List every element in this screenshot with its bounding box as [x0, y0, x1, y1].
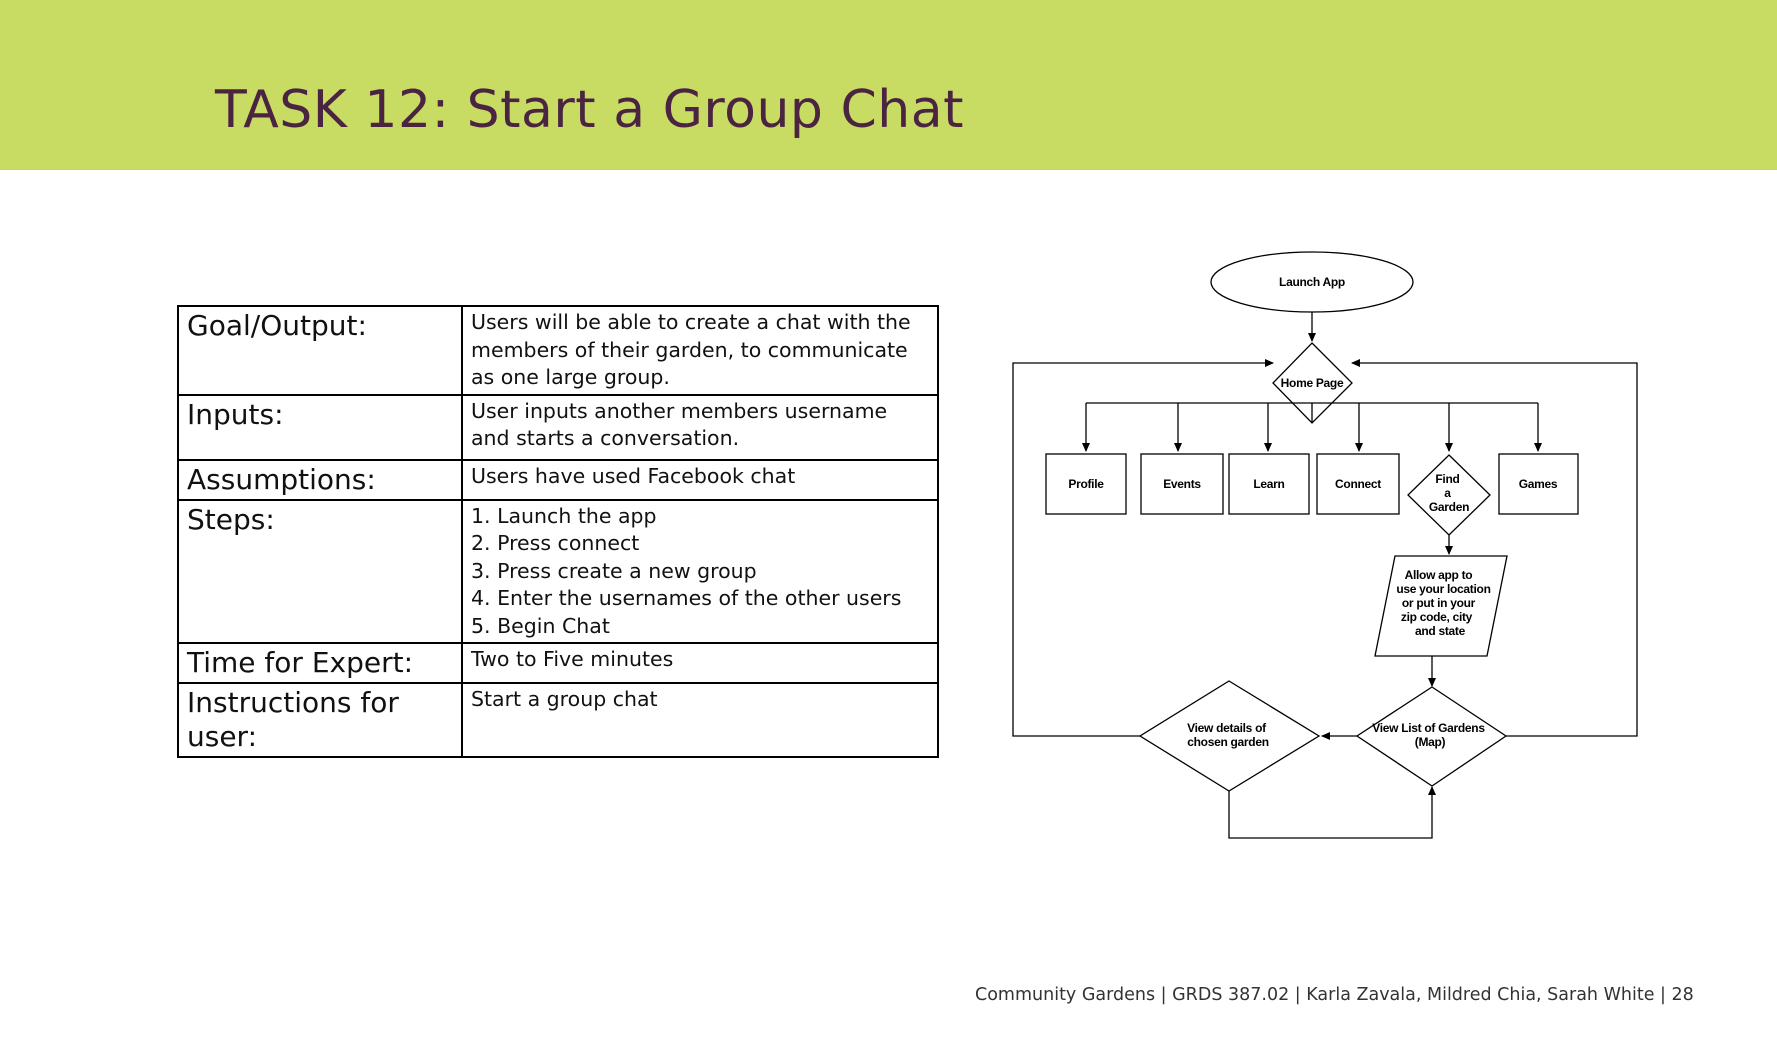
view-list-line: View List of Gardens — [1372, 721, 1485, 735]
find-garden-line: Find — [1435, 472, 1459, 486]
find-garden-label: Find a Garden — [1429, 472, 1469, 514]
find-garden-line: Garden — [1429, 500, 1469, 514]
steps-label: Steps: — [177, 498, 463, 644]
step-item: 1. Launch the app — [471, 503, 657, 528]
assumptions-value: Users have used Facebook chat — [461, 458, 939, 501]
row-assumptions: Assumptions: Users have used Facebook ch… — [177, 458, 939, 501]
steps-value: 1. Launch the app 2. Press connect 3. Pr… — [461, 498, 939, 644]
view-details-line: chosen garden — [1187, 735, 1268, 749]
goal-label: Goal/Output: — [177, 305, 463, 396]
step-item: 5. Begin Chat — [471, 613, 610, 638]
home-page-label: Home Page — [1281, 376, 1344, 390]
allow-location-line: and state — [1415, 624, 1466, 638]
header-band: TASK 12: Start a Group Chat — [0, 0, 1777, 170]
inputs-value: User inputs another members username and… — [461, 393, 939, 461]
step-item: 3. Press create a new group — [471, 558, 757, 583]
learn-node — [1228, 453, 1310, 515]
view-list-node — [1355, 686, 1508, 787]
events-label: Events — [1163, 477, 1201, 491]
instructions-value: Start a group chat — [461, 682, 939, 758]
footer-credits: Community Gardens | GRDS 387.02 | Karla … — [975, 985, 1694, 1005]
row-instructions: Instructions for user: Start a group cha… — [177, 682, 939, 758]
steps-list: 1. Launch the app 2. Press connect 3. Pr… — [471, 503, 929, 641]
page-title: TASK 12: Start a Group Chat — [215, 80, 964, 140]
view-details-line: View details of — [1187, 721, 1267, 735]
allow-location-node — [1374, 555, 1508, 657]
learn-label: Learn — [1253, 477, 1284, 491]
profile-label: Profile — [1068, 477, 1104, 491]
view-details-node — [1138, 680, 1321, 792]
connect-label: Connect — [1335, 477, 1381, 491]
connector-list-loop-home — [1351, 359, 1638, 737]
connect-node — [1316, 453, 1400, 515]
view-details-label: View details of chosen garden — [1187, 721, 1269, 749]
allow-location-line: use your location — [1396, 582, 1490, 596]
task-table: Goal/Output: Users will be able to creat… — [177, 305, 939, 758]
assumptions-label: Assumptions: — [177, 458, 463, 501]
profile-node — [1045, 453, 1127, 515]
events-node — [1140, 453, 1224, 515]
row-time: Time for Expert: Two to Five minutes — [177, 642, 939, 684]
allow-location-label: Allow app to use your location or put in… — [1396, 568, 1493, 638]
connector-details-loop-home — [1012, 359, 1274, 737]
view-list-label: View List of Gardens (Map) — [1372, 721, 1488, 749]
home-page-node — [1272, 342, 1353, 424]
time-label: Time for Expert: — [177, 642, 463, 684]
launch-app-label: Launch App — [1279, 275, 1345, 289]
row-steps: Steps: 1. Launch the app 2. Press connec… — [177, 498, 939, 644]
allow-location-line: Allow app to — [1405, 568, 1473, 582]
games-label: Games — [1519, 477, 1558, 491]
allow-location-line: zip code, city — [1401, 610, 1473, 624]
row-inputs: Inputs: User inputs another members user… — [177, 393, 939, 461]
launch-app-node — [1210, 251, 1414, 313]
find-garden-node — [1407, 454, 1491, 536]
inputs-label: Inputs: — [177, 393, 463, 461]
view-list-line: (Map) — [1415, 735, 1446, 749]
goal-value: Users will be able to create a chat with… — [461, 305, 939, 396]
games-node — [1498, 453, 1579, 515]
find-garden-line: a — [1444, 486, 1451, 500]
step-item: 4. Enter the usernames of the other user… — [471, 586, 902, 610]
allow-location-line: or put in your — [1402, 596, 1476, 610]
step-item: 2. Press connect — [471, 531, 640, 555]
connector-details-back-to-list — [1228, 786, 1436, 839]
instructions-label: Instructions for user: — [177, 682, 463, 758]
row-goal: Goal/Output: Users will be able to creat… — [177, 305, 939, 396]
time-value: Two to Five minutes — [461, 642, 939, 684]
